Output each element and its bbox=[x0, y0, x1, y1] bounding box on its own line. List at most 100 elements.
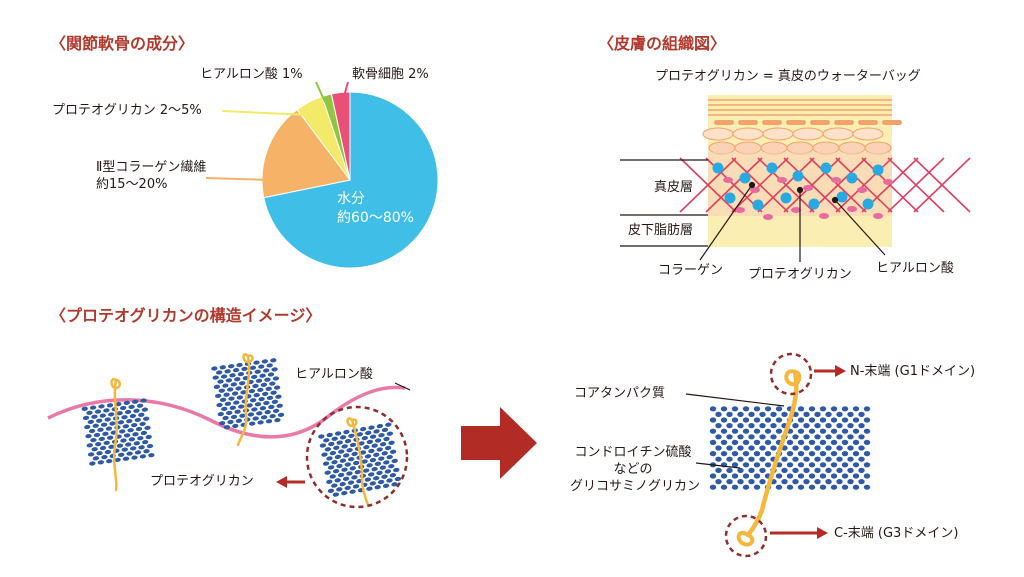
gag-bead bbox=[266, 363, 273, 368]
gag-bead bbox=[748, 456, 755, 462]
gag-bead bbox=[277, 412, 285, 418]
gag-bead bbox=[351, 451, 358, 457]
gag-bead bbox=[742, 462, 750, 468]
gag-bead bbox=[391, 482, 398, 487]
heading-skin: 〈皮膚の組織図〉 bbox=[598, 34, 727, 53]
gag-bead bbox=[334, 454, 342, 460]
gag-bead bbox=[814, 445, 821, 451]
gag-bead bbox=[378, 433, 385, 438]
gag-bead bbox=[731, 484, 739, 490]
gag-bead bbox=[327, 488, 335, 493]
gag-bead bbox=[336, 463, 343, 469]
gag-bead bbox=[383, 460, 390, 465]
gag-bead bbox=[257, 420, 264, 425]
gag-bead bbox=[217, 379, 224, 384]
gag-bead bbox=[847, 445, 854, 451]
gag-bead bbox=[753, 417, 761, 423]
gag-bead bbox=[393, 467, 400, 473]
gag-bead bbox=[819, 428, 827, 434]
arrow-head bbox=[817, 527, 828, 539]
gag-bead bbox=[344, 485, 351, 491]
gag-bead bbox=[819, 484, 827, 490]
gag-bead bbox=[323, 438, 330, 443]
gag-bead bbox=[830, 462, 838, 468]
collagen-fiber bbox=[835, 157, 893, 213]
gag-bead bbox=[258, 364, 265, 369]
gag-bead bbox=[792, 479, 799, 485]
proteoglycan-dot bbox=[883, 179, 893, 185]
proteoglycan-molecule bbox=[81, 377, 155, 492]
gag-bead bbox=[343, 453, 350, 458]
gag-bead bbox=[349, 489, 356, 494]
gag-bead bbox=[825, 479, 832, 485]
gag-bead bbox=[847, 434, 854, 440]
core-protein-line bbox=[350, 418, 370, 507]
gag-bead bbox=[797, 473, 805, 479]
gag-bead bbox=[715, 479, 722, 485]
gag-bead bbox=[82, 415, 90, 421]
gag-bead bbox=[106, 458, 113, 464]
gag-bead bbox=[852, 406, 860, 412]
gag-bead bbox=[709, 417, 717, 423]
gag-bead bbox=[748, 479, 755, 485]
gag-bead bbox=[140, 398, 147, 403]
gag-bead bbox=[90, 437, 97, 443]
gag-bead bbox=[118, 452, 125, 457]
gag-bead bbox=[726, 445, 733, 451]
gag-bead bbox=[836, 434, 843, 440]
gag-bead bbox=[841, 406, 849, 412]
gag-bead bbox=[225, 378, 233, 383]
gag-bead bbox=[830, 439, 838, 445]
gag-bead bbox=[99, 445, 107, 451]
collagen-fiber bbox=[913, 157, 971, 213]
gag-bead bbox=[379, 465, 387, 470]
hyaluronic-acid-dot bbox=[862, 198, 874, 210]
n-terminal-loop bbox=[784, 369, 802, 387]
hyaluronic-acid-dot bbox=[808, 198, 820, 210]
gag-bead bbox=[257, 387, 264, 393]
gag-bead bbox=[709, 451, 717, 457]
gag-bead bbox=[819, 451, 827, 457]
gag-bead bbox=[819, 473, 827, 479]
gag-bead bbox=[836, 467, 843, 473]
gag-bead bbox=[224, 401, 232, 406]
gag-bead bbox=[220, 374, 228, 379]
gag-bead bbox=[360, 426, 367, 432]
gag-bead bbox=[385, 422, 392, 427]
gag-bead bbox=[709, 428, 717, 434]
gag-bead bbox=[825, 467, 832, 473]
gag-bead bbox=[371, 466, 378, 472]
collagen-fiber bbox=[757, 157, 815, 213]
gag-bead bbox=[819, 417, 827, 423]
gag-bead bbox=[140, 430, 148, 436]
gag-bead bbox=[264, 409, 271, 415]
gag-bead bbox=[256, 411, 263, 416]
gag-bead bbox=[254, 369, 261, 374]
gag-bead bbox=[131, 455, 138, 460]
gag-bead bbox=[814, 411, 821, 417]
epidermis-layer bbox=[702, 99, 902, 155]
gag-bead bbox=[358, 441, 365, 446]
gag-bead bbox=[720, 417, 728, 423]
gag-bead bbox=[369, 434, 377, 439]
gag-line-1: コンドロイチン硫酸 bbox=[574, 445, 692, 460]
gag-bead bbox=[326, 432, 333, 438]
gag-bead bbox=[89, 461, 96, 466]
gag-bead bbox=[339, 481, 346, 487]
collagen-fiber bbox=[705, 157, 763, 213]
gag-bead bbox=[731, 473, 739, 479]
gag-bead bbox=[830, 484, 838, 490]
gag-bead bbox=[863, 484, 871, 490]
gag-bead bbox=[803, 434, 810, 440]
gag-bead bbox=[228, 396, 235, 401]
gag-bead bbox=[107, 435, 114, 440]
gag-bead bbox=[366, 463, 373, 468]
gag-bead bbox=[218, 388, 225, 393]
hyaluronic-acid-dot bbox=[739, 172, 751, 184]
gag-bead bbox=[858, 423, 865, 429]
gag-bead bbox=[260, 415, 268, 420]
gag-bead bbox=[259, 406, 267, 411]
heading-structure: 〈プロテオグリカンの構造イメージ〉 bbox=[50, 306, 322, 325]
keratin-cell bbox=[810, 120, 830, 125]
gag-line-2: などの bbox=[613, 462, 653, 477]
